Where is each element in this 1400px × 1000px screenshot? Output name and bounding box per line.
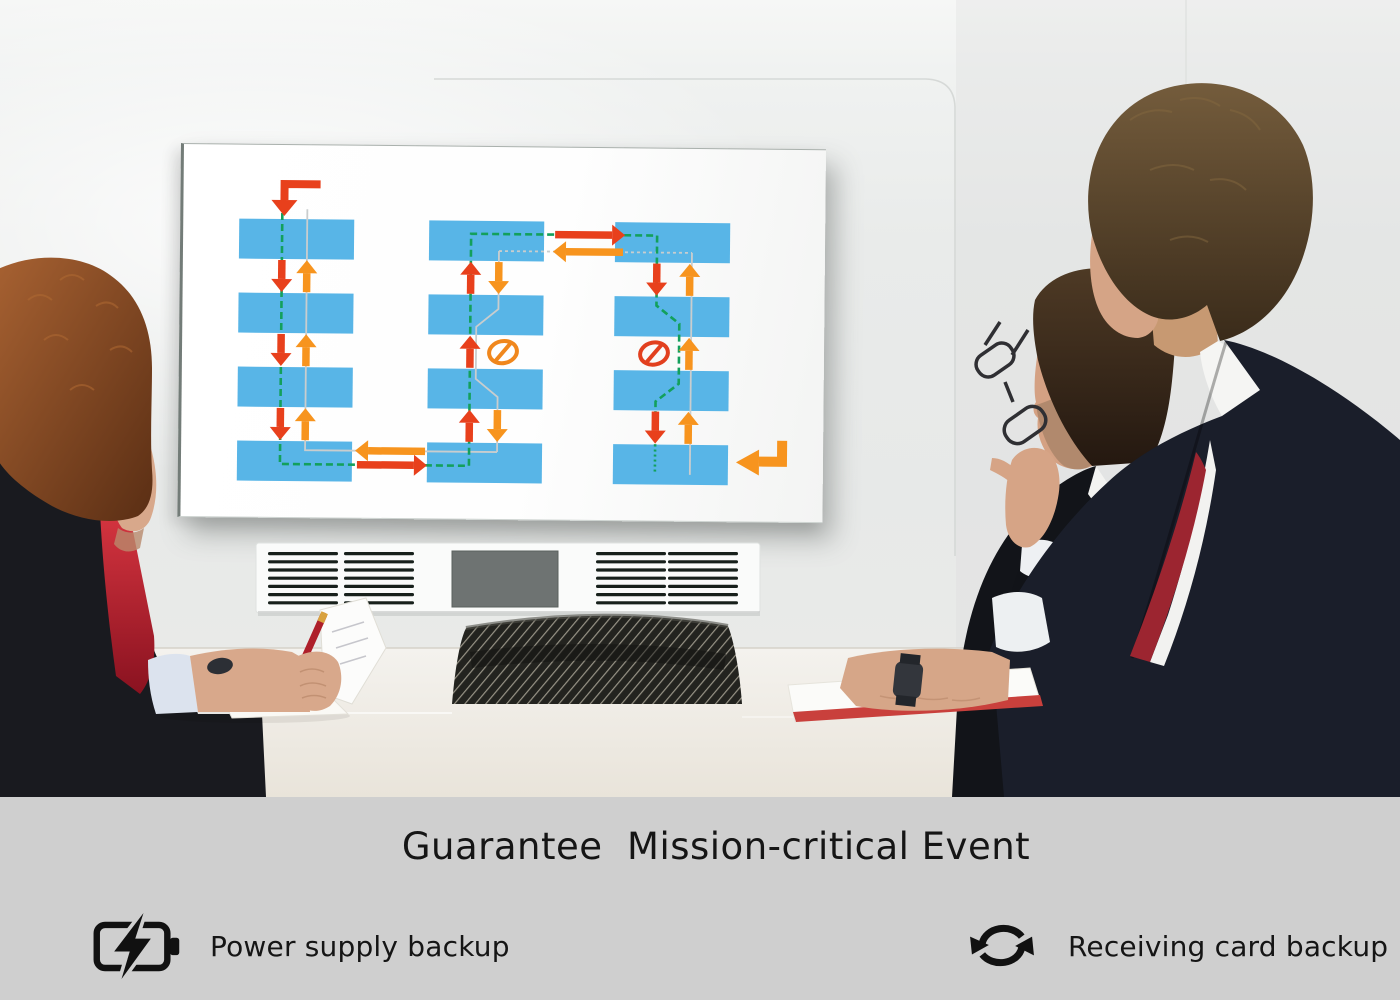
paper-text-lines	[331, 621, 369, 665]
hair-strands	[1129, 97, 1261, 243]
thumb	[990, 458, 1016, 484]
eyeglasses	[974, 321, 1048, 446]
feature-label: Receiving card backup	[1068, 929, 1389, 963]
person-right	[787, 83, 1400, 797]
backup-in-arrow	[735, 440, 788, 476]
flow-arrows	[269, 224, 701, 476]
no-entry-icon	[487, 338, 519, 366]
led-cabinet-grid	[236, 218, 731, 486]
blocked-point-signs	[487, 338, 670, 367]
battery-charging-icon	[93, 913, 180, 979]
led-cabinet	[237, 366, 353, 408]
person-left	[0, 257, 387, 797]
vent-speaker-panel	[255, 542, 761, 616]
hand	[1005, 447, 1060, 548]
led-cabinet	[426, 442, 543, 484]
backup-path-col2	[474, 251, 500, 453]
shirt-cuff	[992, 592, 1050, 652]
jaw-shadow	[114, 528, 144, 552]
hand	[290, 651, 342, 711]
tie	[100, 510, 155, 694]
signal-in-arrow	[271, 179, 321, 216]
hand	[840, 648, 1010, 711]
led-cabinet	[238, 218, 355, 260]
tie	[1130, 452, 1206, 662]
shirt-cuff	[148, 653, 198, 714]
finger-lines	[299, 668, 327, 699]
meeting-room-photo	[0, 0, 1400, 797]
vent-grille	[268, 552, 738, 605]
feature-receiving-card-backup: Receiving card backup	[968, 915, 1388, 977]
signal-flow-diagram	[236, 179, 788, 486]
led-cabinet	[428, 220, 545, 262]
led-cabinet	[612, 444, 729, 486]
hair	[1088, 83, 1313, 341]
speaker-grille	[451, 550, 559, 608]
hair	[0, 257, 153, 521]
banner-title: Guarantee Mission-critical Event	[401, 825, 1031, 868]
feature-label: Power supply backup	[210, 929, 510, 963]
caption-band: Guarantee Mission-critical Event Power s…	[0, 797, 1400, 1000]
sync-icon	[970, 924, 1034, 967]
shirt-collar	[1200, 341, 1260, 416]
no-entry-icon	[638, 340, 670, 367]
wristwatch	[892, 653, 924, 707]
led-cabinet	[427, 368, 543, 410]
wall-display-screen	[177, 143, 826, 524]
room-scene	[0, 0, 1400, 797]
office-chair	[452, 613, 742, 704]
hair-curls	[27, 274, 133, 391]
feature-power-backup: Power supply backup	[92, 913, 510, 979]
led-cabinet	[428, 294, 544, 336]
wristwatch	[207, 657, 233, 675]
led-cabinet	[238, 292, 354, 334]
